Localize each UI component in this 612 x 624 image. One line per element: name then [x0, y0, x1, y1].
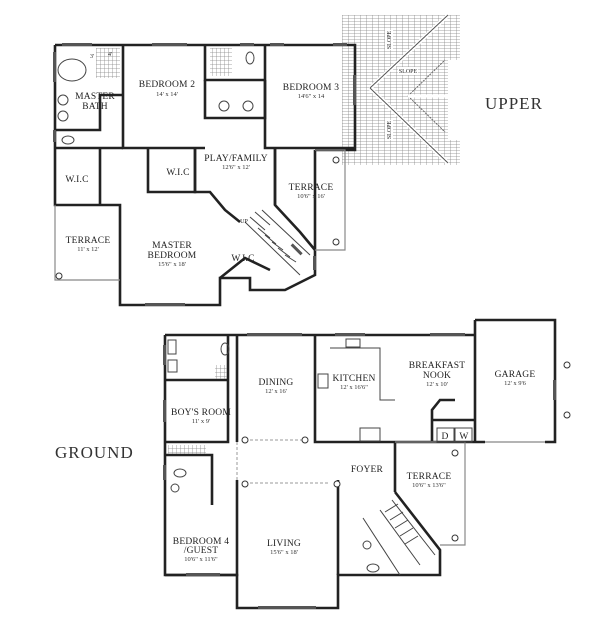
- room-name: TERRACE: [289, 183, 334, 193]
- tub-dim-mark: 4': [108, 52, 112, 58]
- upper-floor: SLOPE SLOPE SLOPE: [53, 13, 543, 307]
- stair-up-label: UP: [240, 219, 248, 225]
- column: [332, 238, 340, 246]
- room-name: BREAKFAST: [409, 361, 466, 371]
- room-name: BEDROOM 2: [139, 80, 195, 90]
- roof: SLOPE SLOPE SLOPE: [342, 13, 460, 165]
- sink-icon: [218, 100, 230, 112]
- sink-icon: [362, 540, 372, 550]
- toilet-icon: [173, 468, 187, 478]
- appliance-boxes: D W: [436, 427, 473, 443]
- stove-icon: [317, 373, 329, 389]
- bathtub-icon: [57, 58, 87, 82]
- stove-icon: [167, 359, 178, 373]
- sink-icon: [242, 100, 254, 112]
- room-name: MASTER: [75, 92, 115, 102]
- room-name: KITCHEN: [332, 374, 375, 384]
- room-dims: 11' x 9': [192, 418, 210, 425]
- washer-label: W: [459, 432, 468, 442]
- room-name: GARAGE: [495, 370, 536, 380]
- room-name: W.I.C: [231, 254, 254, 264]
- room-name: MASTER: [152, 241, 192, 251]
- shower-icon: [96, 48, 120, 78]
- room-dims: 12' x 16': [265, 388, 287, 395]
- ground-fixtures: [167, 338, 381, 573]
- shower-icon: [210, 48, 232, 76]
- room-name: TERRACE: [407, 472, 452, 482]
- room-dims: 15'6" x 18': [270, 549, 298, 556]
- roof-slope-label: SLOPE: [399, 69, 418, 75]
- ground-staircase: [362, 499, 436, 576]
- ground-floor: D W DINING 12' x 16' KITCHEN 12' x 16'6"…: [55, 318, 571, 610]
- floor-label-ground: GROUND: [55, 443, 134, 462]
- room-dims: 15'6" x 18': [158, 261, 186, 268]
- toilet-icon: [366, 563, 380, 573]
- sink-icon: [57, 110, 69, 122]
- sink-icon: [170, 483, 180, 493]
- roof-slope-label: SLOPE: [387, 31, 393, 50]
- room-name: NOOK: [423, 371, 451, 381]
- room-dims: 10'6" x 13'6": [412, 482, 446, 489]
- roof-slope-label: SLOPE: [387, 121, 393, 140]
- room-name: BATH: [82, 102, 108, 112]
- room-name: DINING: [259, 378, 294, 388]
- room-name: /GUEST: [184, 546, 218, 556]
- ground-terrace: [395, 441, 466, 546]
- room-name: BEDROOM 3: [283, 83, 339, 93]
- room-dims: 10'6" x 16': [297, 193, 325, 200]
- room-dims: 14'6" x 14: [298, 93, 325, 100]
- ground-openings: [236, 439, 330, 484]
- ground-windows: [163, 333, 556, 609]
- room-name: FOYER: [351, 465, 384, 475]
- upper-fixtures: [57, 48, 255, 145]
- column: [55, 272, 63, 280]
- sink-icon: [57, 94, 69, 106]
- shower-icon: [168, 445, 206, 454]
- room-name: W.I.C: [166, 168, 189, 178]
- room-dims: 11' x 12': [77, 246, 99, 253]
- dishwasher-label: D: [441, 432, 448, 442]
- upper-terrace-right: [315, 149, 346, 251]
- room-dims: 12' x 10': [426, 381, 448, 388]
- tub-dim-mark: 3': [90, 54, 94, 60]
- ground-exterior-wall: [163, 318, 557, 610]
- column: [332, 156, 340, 164]
- room-name: BEDROOM 4: [173, 537, 229, 547]
- toilet-icon: [61, 135, 75, 145]
- kitchen-sink-icon: [345, 338, 361, 348]
- room-name: W.I.C: [65, 175, 88, 185]
- room-name: BEDROOM: [148, 251, 197, 261]
- toilet-icon: [245, 51, 255, 65]
- room-dims: 12'6" x 12': [222, 164, 250, 171]
- room-name: LIVING: [267, 539, 301, 549]
- room-name: PLAY/FAMILY: [204, 154, 268, 164]
- upper-terrace-left: [54, 205, 120, 281]
- room-name: BOY'S ROOM: [171, 408, 231, 418]
- upper-interior-walls: [55, 45, 355, 280]
- room-dims: 14' x 14': [156, 91, 178, 98]
- floor-label-upper: UPPER: [485, 94, 543, 113]
- room-dims: 12' x 16'6": [340, 384, 368, 391]
- room-name: TERRACE: [66, 236, 111, 246]
- room-dims: 10'6" x 11'6": [184, 556, 218, 563]
- upper-staircase: UP: [240, 209, 311, 276]
- sink-icon: [167, 339, 177, 355]
- toilet-icon: [220, 342, 230, 356]
- shower-icon: [215, 365, 227, 379]
- ground-columns: [241, 361, 571, 542]
- room-dims: 12' x 9'6: [504, 380, 527, 387]
- upper-windows: [53, 43, 356, 306]
